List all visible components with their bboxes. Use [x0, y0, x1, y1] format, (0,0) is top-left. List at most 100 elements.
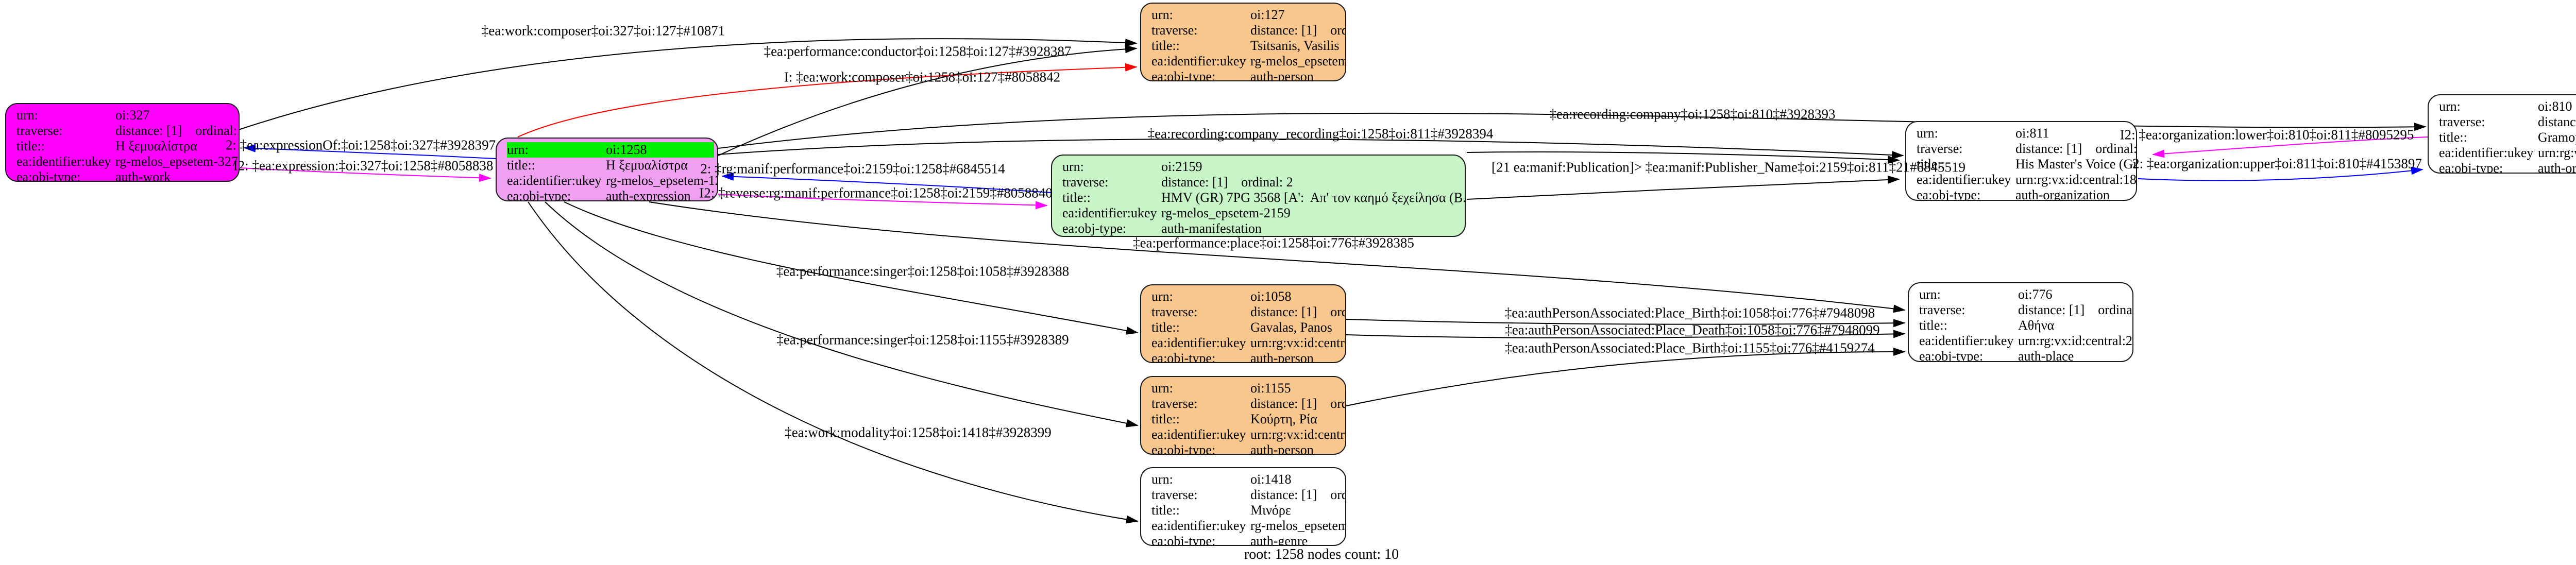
node-row: ea:identifier:ukey urn:rg:vx:id:central:2…: [1909, 333, 2132, 349]
node-row-key: traverse:: [1917, 141, 1963, 156]
node-row-key: urn:: [1151, 289, 1173, 304]
edge-label: ‡ea:recording:company‡oi:1258‡oi:810‡#39…: [1549, 106, 1836, 122]
edge-label: ‡ea:performance:singer‡oi:1258‡oi:1155‡#…: [776, 332, 1069, 348]
node-row-key: ea:identifier:ukey: [1151, 54, 1246, 69]
node-row-key: traverse:: [1151, 487, 1198, 502]
edge-performance-singer-1258-1058: [564, 201, 1139, 335]
node-row-key: urn:: [2439, 99, 2461, 114]
edge-label: 2: ‡ea:organization:upper‡oi:811‡oi:810‡…: [2132, 156, 2422, 172]
node-row-value: rg-melos_epsetem-1258: [606, 173, 717, 188]
node-row: urn:oi:811: [1906, 126, 2136, 141]
node-row-value: Η ξεμυαλίστρα: [115, 139, 197, 153]
node-row-key: traverse:: [16, 123, 63, 138]
node-row-key: ea:identifier:ukey: [1151, 518, 1246, 533]
node-row-value: Μινόρε: [1250, 503, 1291, 518]
edge-work-composer-327-127: [238, 38, 1138, 130]
node-row-key: ea:obj-type:: [16, 169, 81, 182]
edge-organization-lower-810-811: [2152, 136, 2428, 158]
node-row: title::Μινόρε: [1141, 503, 1345, 518]
graph-caption: root: 1258 nodes count: 10: [1244, 546, 1399, 562]
node-row-key: title::: [16, 139, 45, 153]
node-row: urn:oi:2159: [1052, 159, 1465, 175]
node-row-value: oi:1418: [1250, 472, 1292, 487]
edge-expressionof-1258-327: [243, 144, 496, 159]
node-row-key: urn:: [1919, 287, 1941, 302]
node-row-key: ea:identifier:ukey: [507, 173, 602, 188]
node-row: ea:obj-type:auth-manifestation: [1052, 221, 1465, 236]
node-row: traverse:distance: [1] ordinal: 4: [1141, 23, 1345, 38]
node-row: traverse:distance: [1] ordinal: 9: [1141, 396, 1345, 412]
edge-work-composer-1258-127: [517, 63, 1138, 138]
edge-label: ‡ea:performance:place‡oi:1258‡oi:776‡#39…: [1133, 235, 1414, 251]
node-row-value: oi:1058: [1250, 289, 1292, 304]
node-row: traverse:distance: [1] ordinal: 3: [1909, 302, 2132, 318]
node-row-value: oi:127: [1250, 7, 1285, 22]
node-row-key: traverse:: [1151, 23, 1198, 38]
node-row: ea:obj-type:auth-person: [1141, 69, 1345, 81]
node-row: urn: oi:810: [2429, 99, 2576, 114]
edge-label: [21 ea:manif:Publication]> ‡ea:manif:Pub…: [1491, 159, 1966, 175]
node-row-key: traverse:: [1062, 175, 1109, 190]
node-row-value: auth-work: [115, 169, 171, 182]
node-row-key: ea:identifier:ukey: [1917, 172, 2011, 187]
node-row-value: auth-organization: [2538, 161, 2576, 174]
node-row: urn: oi:1058: [1141, 289, 1345, 304]
node-row-value: auth-person: [1250, 69, 1314, 81]
node-row: traverse:distance: [1] ordinal: 2: [1052, 175, 1465, 190]
edge-work-modality-1258-1418: [528, 201, 1139, 524]
edge-label: I2: ‡ea:expression:‡oi:327‡oi:1258‡#8058…: [233, 158, 494, 174]
node-row: title::Η ξεμυαλίστρα: [6, 139, 239, 154]
edge-label: I2: ‡reverse:rg:manif:performance‡oi:125…: [699, 185, 1053, 201]
node-row-key: ea:obj-type:: [1917, 187, 1981, 201]
node-row: title::Gramophone Co. Ltd.: [2429, 130, 2576, 145]
node-row-value: urn:rg:vx:id:central:3946: [1250, 427, 1345, 442]
node-row-key: urn:: [1062, 159, 1084, 174]
node-row-value: auth-organization: [2015, 187, 2110, 201]
node-row: urn: oi:776: [1909, 287, 2132, 302]
node-row-key: title::: [2439, 130, 2467, 145]
node-row-key: ea:identifier:ukey: [1151, 427, 1246, 442]
node-row-value: urn:rg:vx:id:central:216: [2018, 333, 2133, 348]
node-row-value: auth-genre: [1250, 534, 1308, 546]
edge-label: ‡ea:work:modality‡oi:1258‡oi:1418‡#39283…: [785, 424, 1052, 440]
node-row-key: title::: [1151, 320, 1180, 335]
node-row: urn:oi:1418: [1141, 472, 1345, 487]
node-row-key: ea:obj-type:: [507, 189, 571, 201]
node-row: title::His Master's Voice (Greece): [1906, 157, 2136, 172]
node-row: ea:obj-type:auth-place: [1909, 349, 2132, 362]
node-row-key: title::: [1151, 503, 1180, 518]
node-row-value: oi:776: [2018, 287, 2053, 302]
node-row-value: oi:810: [2538, 99, 2572, 114]
node-row: traverse:distance: [1] ordinal: 1: [6, 123, 239, 139]
node-row-value: auth-expression: [606, 189, 691, 201]
node-row-key: urn:: [1917, 126, 1938, 141]
node-row-value: urn:rg:vx:id:central:380: [1250, 335, 1345, 350]
node-row-key: ea:obj-type:: [1151, 534, 1216, 546]
node-row-key: ea:identifier:ukey: [1919, 333, 2014, 348]
edge-label: ‡ea:authPersonAssociated:Place_Birth‡oi:…: [1505, 340, 1875, 356]
node-row-key: ea:obj-type:: [1919, 349, 1984, 362]
node-row-key: urn:: [1151, 7, 1173, 22]
node-row-key: traverse:: [1919, 302, 1965, 317]
edge-label: I: ‡ea:work:composer‡oi:1258‡oi:127‡#805…: [784, 69, 1061, 85]
node-row: traverse:distance: [1] ordinal: 6: [1906, 141, 2136, 157]
node-row-value: rg-melos_epsetem-127: [1250, 54, 1345, 69]
edge-label: ‡ea:recording:company_recording‡oi:1258‡…: [1147, 126, 1494, 142]
node-row: title::Κούρτη, Ρία: [1141, 412, 1345, 427]
node-row-value: distance: [1] ordinal: 5: [2538, 114, 2576, 129]
node-row: ea:identifier:ukey rg-melos_epsetem-1258: [497, 173, 717, 189]
node-row-value: HMV (GR) 7PG 3568 [Α': Απ' τον καημό ξεχ…: [1161, 190, 1466, 205]
node-row-value: distance: [1] ordinal: 7: [1250, 487, 1345, 502]
